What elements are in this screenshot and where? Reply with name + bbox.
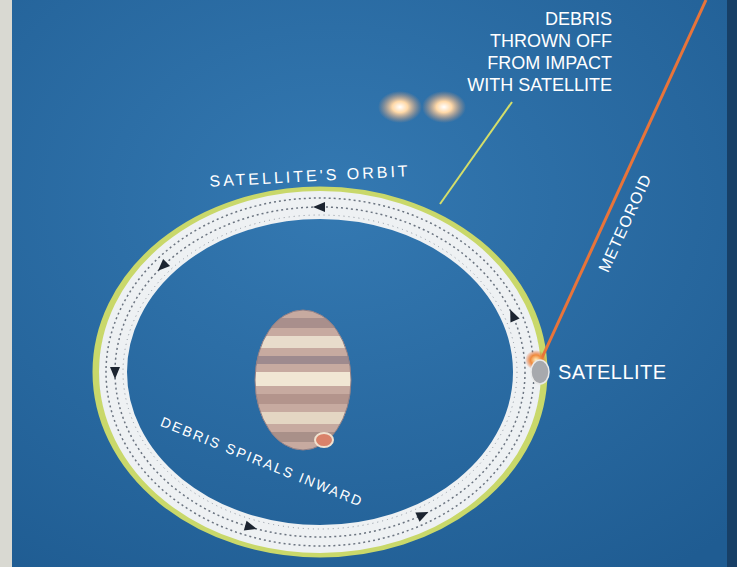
satellite-body: [531, 360, 549, 384]
edge-strip: [0, 0, 12, 567]
edge-strip: [727, 0, 737, 567]
callout-text: DEBRIS THROWN OFF FROM IMPACT WITH SATEL…: [462, 8, 612, 96]
direction-arrows: [110, 202, 520, 534]
debris-track: [115, 207, 525, 537]
leader-line: [440, 102, 512, 204]
satellite-label: SATELLITE: [558, 360, 667, 384]
glare-light: [422, 91, 466, 123]
debris-track: [106, 198, 534, 546]
debris-track: [123, 215, 517, 529]
satellite-orbit: [96, 190, 544, 554]
glare-light: [378, 91, 422, 123]
debris-band: [113, 205, 527, 539]
planet: [250, 310, 360, 450]
